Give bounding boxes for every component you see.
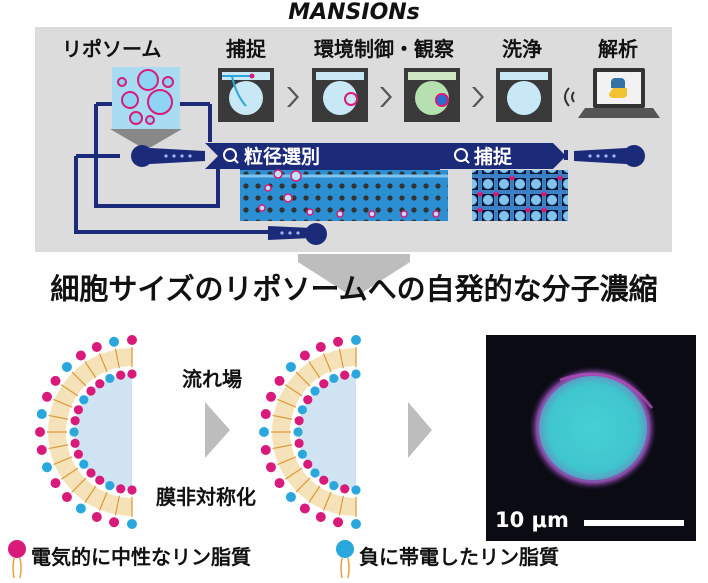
step-label-analysis: 解析 (598, 37, 638, 61)
capture-step-icon (218, 68, 274, 122)
flow-label-bottom: 膜非対称化 (156, 485, 256, 509)
legend-neutral-lipid-icon (8, 540, 26, 579)
headline: 細胞サイズのリポソームへの自発的な分子濃縮 (50, 272, 658, 306)
legend-neutral-label: 電気的に中性なリン脂質 (31, 545, 251, 569)
wireless-icon (564, 87, 575, 107)
chevron-right-icon-2 (380, 87, 392, 107)
chevron-right-icon-1 (287, 87, 299, 107)
step-label-wash: 洗浄 (502, 37, 542, 61)
step-label-capture: 捕捉 (226, 37, 266, 61)
sorting-pillar-array (240, 169, 448, 221)
inlet-connector-icon (131, 145, 205, 167)
flow-arrow-icon-1 (205, 402, 230, 458)
sorting-step-icon (312, 68, 368, 122)
bottom-connector-icon (268, 223, 327, 245)
figure-title: MANSIONs (288, 0, 420, 25)
magnifier-icon-2 (454, 148, 470, 164)
funnel-arrow-icon (110, 129, 182, 150)
laptop-python-icon (578, 68, 660, 118)
membrane-after-icon (259, 335, 361, 529)
step-label-liposome: リポソーム (62, 37, 162, 61)
wash-step-icon (496, 68, 552, 122)
channel-label-trap: 捕捉 (474, 145, 513, 168)
scale-bar (584, 520, 684, 526)
flow-arrow-icon-2 (408, 402, 432, 458)
step-label-control: 環境制御・観察 (314, 37, 454, 61)
chevron-right-icon-3 (472, 87, 484, 107)
control-step-icon (404, 68, 460, 122)
microfluidic-channel (205, 143, 566, 169)
outlet-connector-icon (574, 145, 645, 167)
channel-label-sorting: 粒径選別 (244, 145, 320, 168)
legend-negative-label: 負に帯電したリン脂質 (359, 545, 559, 569)
flow-label-top: 流れ場 (182, 367, 242, 391)
scale-bar-label: 10 μm (495, 508, 569, 532)
membrane-before-icon (35, 335, 137, 529)
magnifier-icon-1 (223, 148, 239, 164)
trap-array (472, 170, 568, 221)
down-arrow-icon (298, 254, 410, 298)
microscopy-image (486, 335, 696, 541)
liposome-box-icon (112, 67, 180, 129)
legend-negative-lipid-icon (336, 540, 354, 579)
